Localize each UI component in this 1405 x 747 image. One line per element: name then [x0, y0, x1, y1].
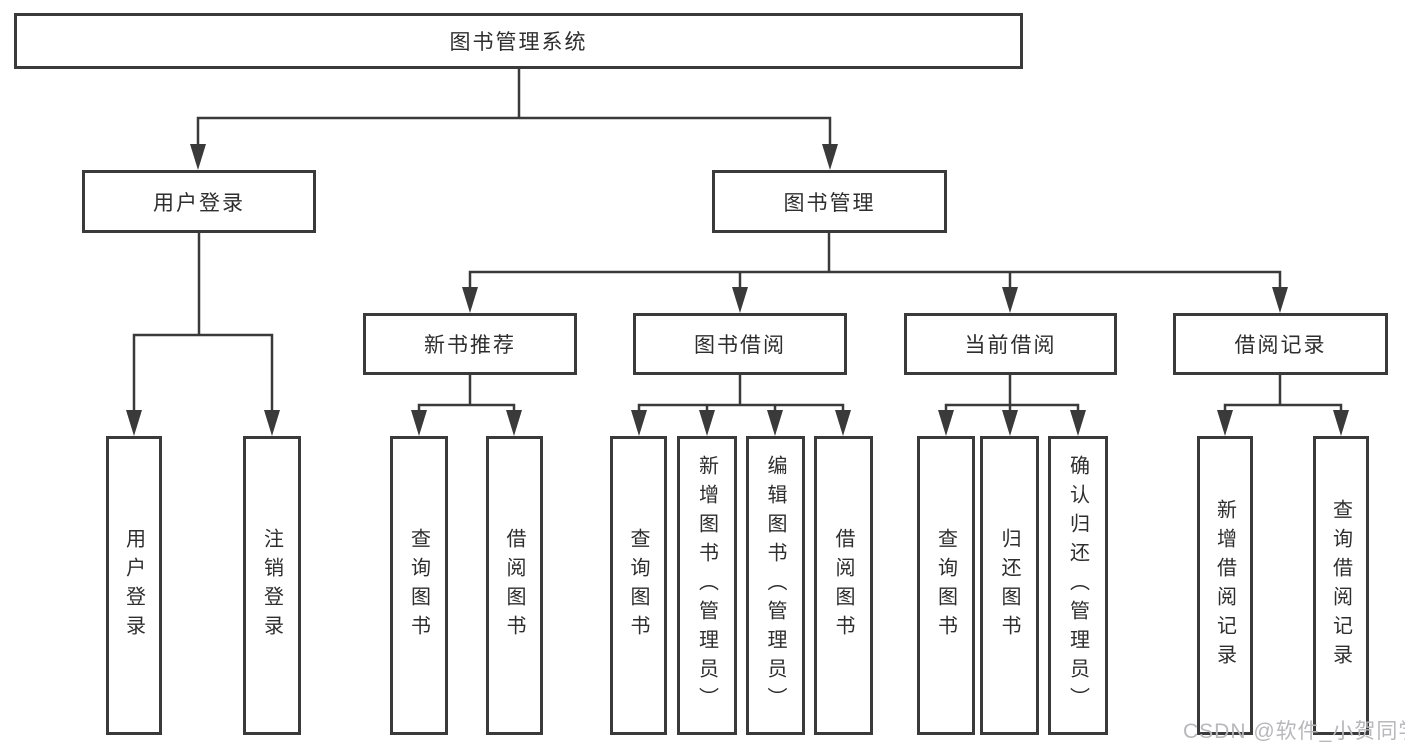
arrow-down-icon — [732, 287, 748, 313]
leaf-logout: 注销登录 — [243, 436, 301, 735]
arrow-down-icon — [411, 410, 427, 436]
arrow-down-icon — [1070, 410, 1086, 436]
arrow-down-icon — [699, 410, 715, 436]
node-label: 借阅图书 — [832, 527, 854, 644]
arrow-down-icon — [462, 287, 478, 313]
node-label: 归还图书 — [998, 527, 1020, 644]
node-user-login: 用户登录 — [82, 170, 316, 233]
arrow-down-icon — [264, 410, 280, 436]
node-label: 新书推荐 — [424, 334, 516, 357]
arrow-down-icon — [767, 410, 783, 436]
node-label: 新增借阅记录 — [1213, 498, 1236, 673]
node-label: 新增图书（管理员） — [695, 455, 718, 716]
arrow-down-icon — [1002, 410, 1018, 436]
node-label: 查询借阅记录 — [1329, 498, 1352, 673]
connector-user-login-to-leaves — [126, 233, 280, 436]
node-label: 编辑图书（管理员） — [764, 455, 786, 716]
node-current-borrow: 当前借阅 — [904, 313, 1117, 375]
node-label: 图书管理 — [783, 191, 876, 215]
node-new-book-recommend: 新书推荐 — [363, 313, 577, 375]
arrow-down-icon — [190, 144, 206, 170]
arrow-down-icon — [835, 410, 851, 436]
leaf-query-books-current: 查询图书 — [917, 436, 975, 735]
node-book-borrow: 图书借阅 — [633, 313, 847, 375]
node-label: 查询图书 — [407, 527, 430, 644]
leaf-query-books-borrow: 查询图书 — [610, 436, 667, 735]
arrow-down-icon — [631, 410, 647, 436]
leaf-user-login: 用户登录 — [106, 436, 162, 735]
arrow-down-icon — [506, 410, 522, 436]
connector-book-mgmt-to-level3 — [462, 233, 1288, 313]
node-label: 借阅记录 — [1234, 334, 1327, 357]
node-label: 借阅图书 — [503, 527, 525, 644]
leaf-edit-books-admin: 编辑图书（管理员） — [746, 436, 805, 735]
node-label: 用户登录 — [122, 527, 145, 644]
node-borrow-records: 借阅记录 — [1173, 313, 1388, 375]
node-label: 当前借阅 — [964, 334, 1057, 357]
leaf-borrow-books: 借阅图书 — [814, 436, 873, 735]
arrow-down-icon — [1002, 287, 1018, 313]
connector-current-borrow-to-leaves — [938, 375, 1086, 436]
connector-new-book-recommend-to-leaves — [411, 375, 522, 436]
leaf-add-borrow-record: 新增借阅记录 — [1197, 436, 1253, 735]
node-label: 确认归还（管理员） — [1066, 455, 1089, 716]
arrow-down-icon — [822, 144, 838, 170]
node-label: 查询图书 — [627, 527, 649, 644]
node-label: 图书借阅 — [694, 334, 786, 357]
connector-root-to-level2 — [190, 69, 838, 170]
leaf-query-books-recommend: 查询图书 — [390, 436, 448, 735]
node-label: 注销登录 — [260, 527, 283, 644]
leaf-return-books: 归还图书 — [980, 436, 1039, 735]
node-root-system: 图书管理系统 — [14, 13, 1023, 69]
node-label: 用户登录 — [153, 191, 245, 215]
arrow-down-icon — [1217, 410, 1233, 436]
arrow-down-icon — [1272, 287, 1288, 313]
csdn-watermark: CSDN @软件_小贺同学 — [1183, 720, 1405, 743]
leaf-add-books-admin: 新增图书（管理员） — [677, 436, 737, 735]
connector-book-borrow-to-leaves — [631, 375, 851, 436]
arrow-down-icon — [126, 410, 142, 436]
arrow-down-icon — [1333, 410, 1349, 436]
leaf-borrow-books-recommend: 借阅图书 — [486, 436, 543, 735]
node-label: 图书管理系统 — [449, 31, 588, 54]
leaf-confirm-return-admin: 确认归还（管理员） — [1048, 436, 1108, 735]
connector-borrow-records-to-leaves — [1217, 375, 1349, 436]
leaf-query-borrow-record: 查询借阅记录 — [1313, 436, 1369, 735]
node-label: 查询图书 — [934, 527, 957, 644]
arrow-down-icon — [938, 410, 954, 436]
node-book-management: 图书管理 — [712, 170, 947, 233]
